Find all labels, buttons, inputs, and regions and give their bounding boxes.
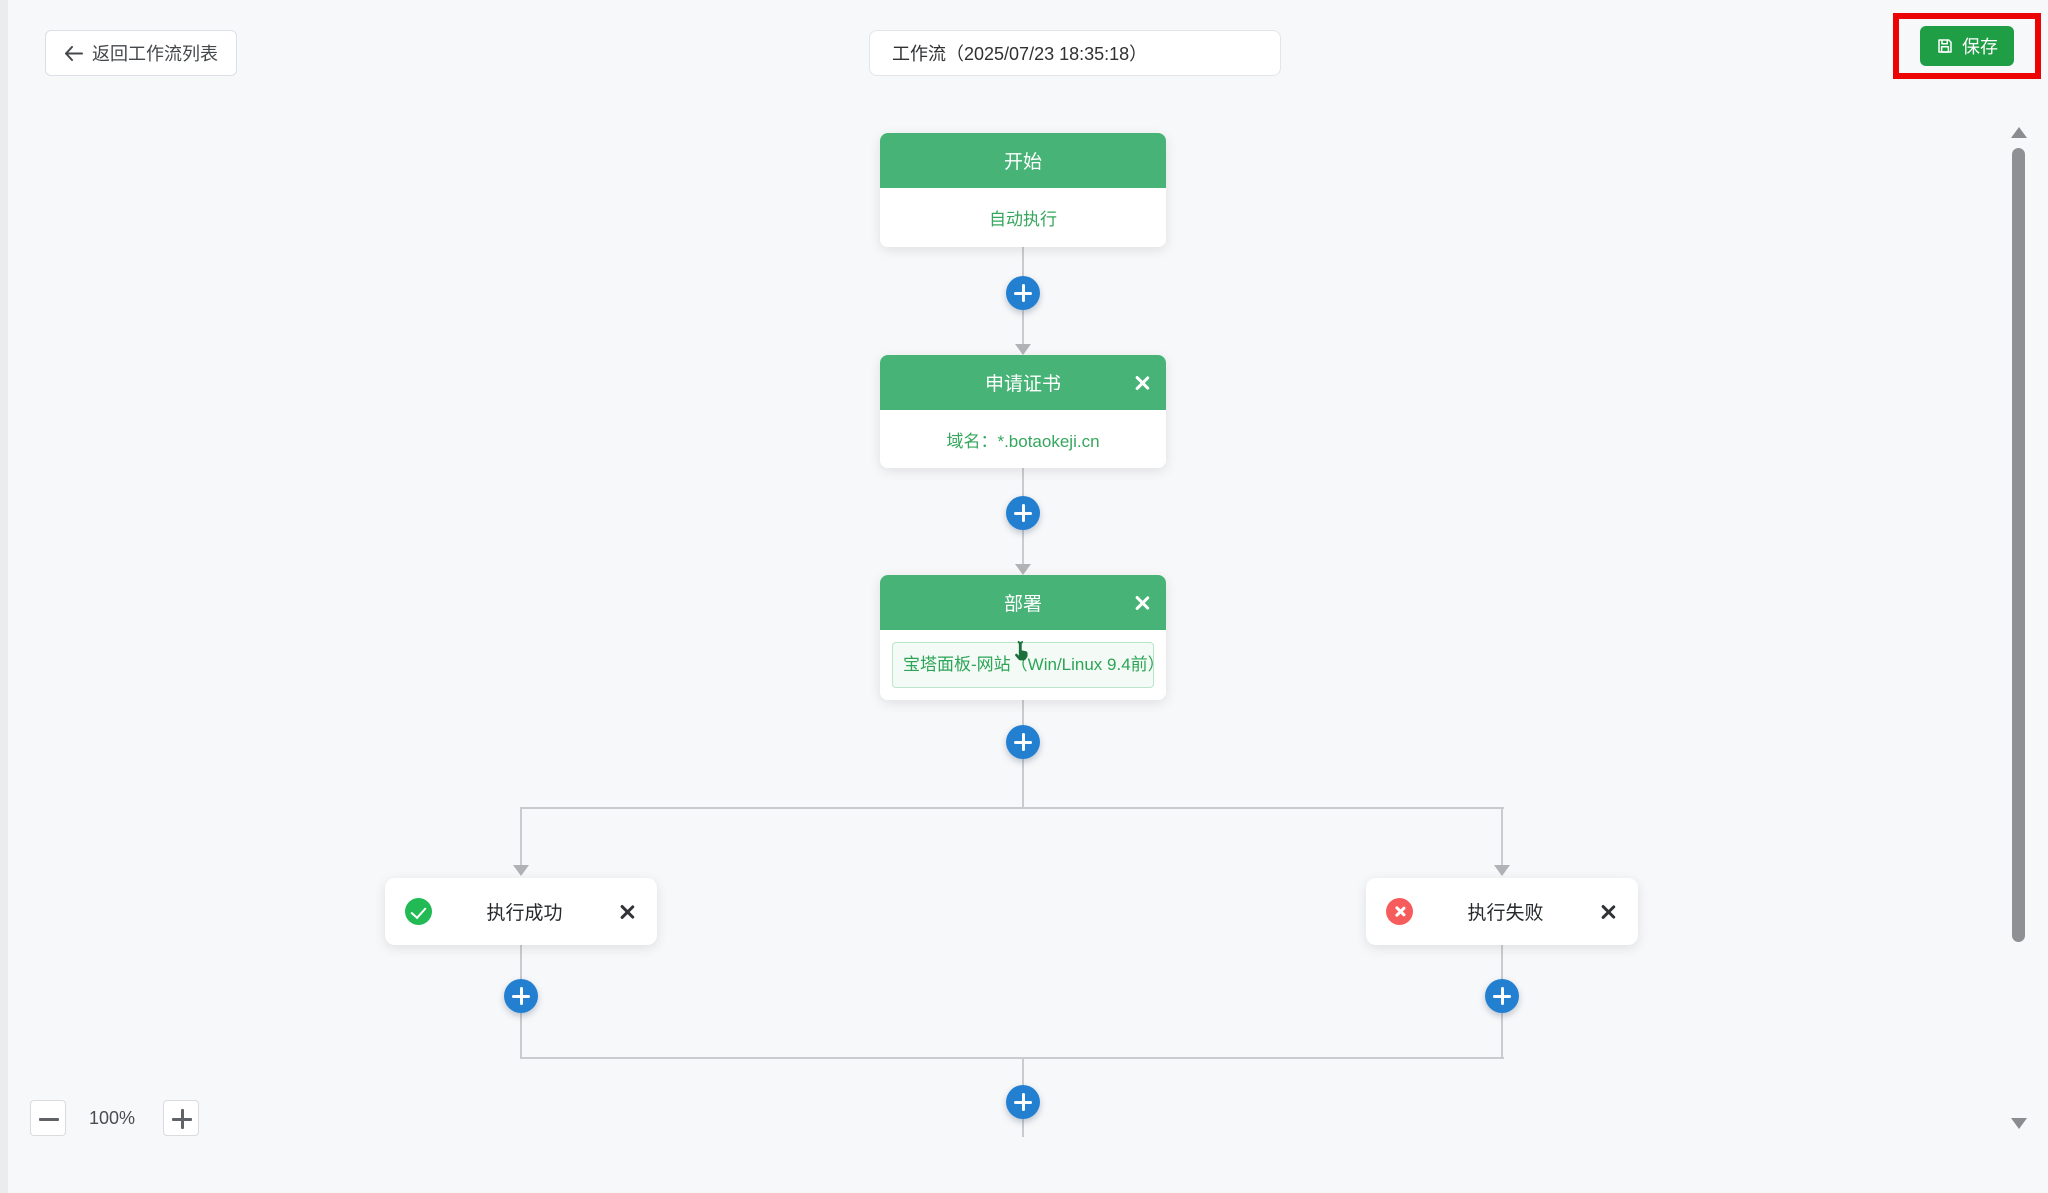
node-apply-certificate[interactable]: 申请证书 域名：*.botaokeji.cn [880,355,1166,468]
close-icon[interactable] [617,902,637,922]
node-deploy[interactable]: 部署 宝塔面板-网站（Win/Linux 9.4前） [880,575,1166,700]
add-step-button[interactable] [1006,1085,1040,1119]
deploy-target-box[interactable]: 宝塔面板-网站（Win/Linux 9.4前） [892,642,1154,688]
arrow-down-icon [513,865,529,876]
branch-success-card[interactable]: 执行成功 [385,878,657,945]
node-deploy-body[interactable]: 宝塔面板-网站（Win/Linux 9.4前） [880,630,1166,700]
floppy-disk-icon [1938,39,1952,53]
window-edge [0,0,8,1193]
node-deploy-header: 部署 [880,575,1166,630]
node-deploy-title: 部署 [1003,594,1042,615]
branch-success-label: 执行成功 [486,903,563,924]
close-icon[interactable] [1132,593,1152,613]
connector-line [520,807,522,867]
connector-line [1501,807,1503,867]
node-start[interactable]: 开始 自动执行 [880,133,1166,247]
branch-merge-line [520,1057,1504,1059]
add-step-button[interactable] [1006,276,1040,310]
arrow-left-icon [65,45,83,61]
add-step-button[interactable] [1006,496,1040,530]
save-highlight-box: 保存 [1893,13,2041,79]
branch-fail-label: 执行失败 [1467,903,1544,924]
back-button-label: 返回工作流列表 [92,44,218,64]
node-cert-body[interactable]: 域名：*.botaokeji.cn [880,410,1166,468]
branch-split-line [520,807,1504,809]
hand-pointer-cursor-icon [1015,641,1028,661]
zoom-in-button[interactable] [163,1100,199,1136]
zoom-out-button[interactable] [30,1100,66,1136]
back-to-workflow-list-button[interactable]: 返回工作流列表 [45,30,237,76]
scrollbar-down-arrow[interactable] [2011,1118,2027,1129]
branch-fail-card[interactable]: 执行失败 [1366,878,1638,945]
workflow-title-input[interactable] [869,30,1281,76]
node-cert-header: 申请证书 [880,355,1166,410]
arrow-down-icon [1015,344,1031,355]
close-icon[interactable] [1598,902,1618,922]
node-cert-subtitle: 域名：*.botaokeji.cn [946,431,1100,451]
save-button-label: 保存 [1962,37,1998,57]
scrollbar-thumb[interactable] [2012,148,2025,942]
node-deploy-subtitle: 宝塔面板-网站（Win/Linux 9.4前） [903,655,1154,674]
node-start-title: 开始 [1003,152,1042,173]
check-circle-icon [405,898,432,925]
arrow-down-icon [1015,564,1031,575]
close-icon[interactable] [1132,373,1152,393]
x-circle-icon [1386,898,1413,925]
scrollbar-up-arrow[interactable] [2011,127,2027,138]
zoom-level-label: 100% [88,1108,136,1128]
arrow-down-icon [1494,865,1510,876]
save-button[interactable]: 保存 [1920,26,2014,66]
add-step-button[interactable] [1485,979,1519,1013]
node-start-subtitle: 自动执行 [989,210,1057,229]
node-start-body[interactable]: 自动执行 [880,188,1166,247]
node-start-header: 开始 [880,133,1166,188]
node-cert-title: 申请证书 [984,374,1061,395]
add-step-button[interactable] [1006,725,1040,759]
add-step-button[interactable] [504,979,538,1013]
